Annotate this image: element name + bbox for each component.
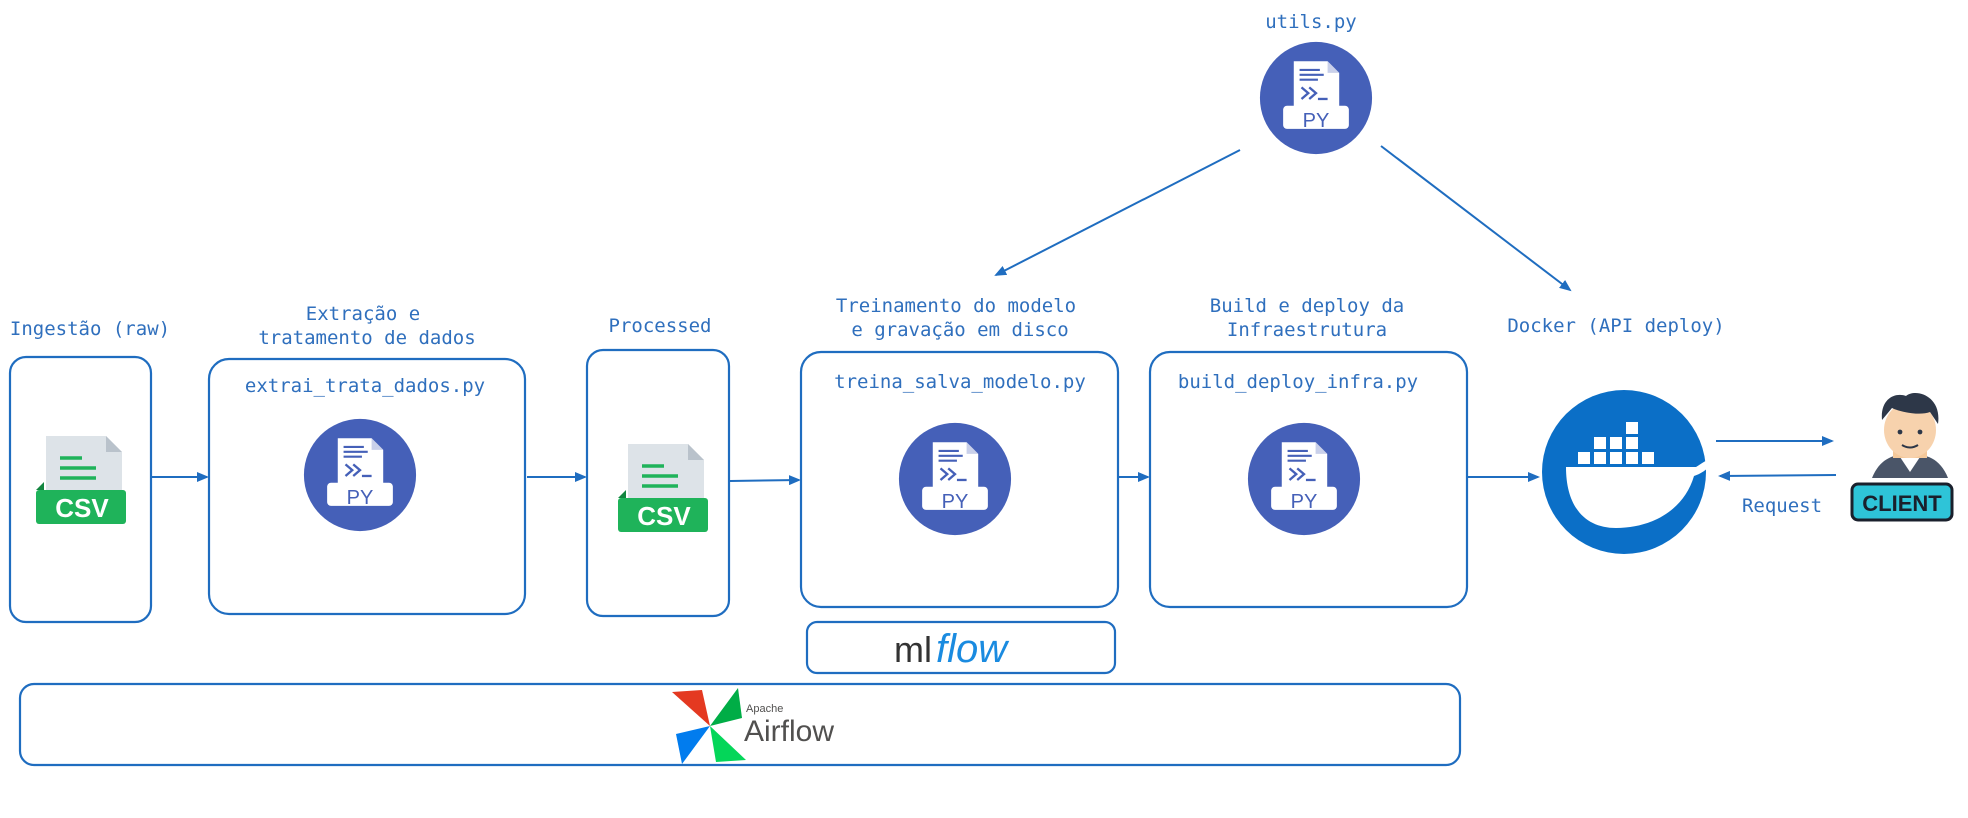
csv-badge-text: CSV: [55, 493, 109, 523]
airflow-logo: Apache Airflow: [672, 688, 834, 764]
extracao-box: [207, 357, 527, 616]
arrow-client-request: [1718, 470, 1837, 481]
mlflow-logo: ml flow: [894, 627, 1010, 671]
extracao-title-line1: Extração e: [306, 303, 420, 325]
python-file-icon: PY: [897, 421, 1013, 537]
mlflow-ml-text: ml: [894, 629, 932, 670]
build-title-line2: Infraestrutura: [1227, 319, 1387, 341]
docker-title: Docker (API deploy): [1507, 315, 1724, 337]
request-label: Request: [1742, 495, 1822, 517]
py-badge-text: PY: [1291, 491, 1318, 513]
airflow-pinwheel-icon: [672, 688, 746, 764]
docker-icon: [1542, 390, 1712, 554]
py-badge-text: PY: [347, 487, 374, 509]
csv-file-icon: CSV: [616, 442, 710, 534]
py-badge-text: PY: [1303, 110, 1330, 132]
airflow-box: [18, 682, 1462, 767]
csv-file-icon: CSV: [34, 434, 128, 526]
utils-title: utils.py: [1265, 11, 1357, 33]
client-person-icon: CLIENT: [1850, 393, 1954, 522]
mlflow-flow-text: flow: [936, 627, 1010, 671]
arrow-utils-to-treino: [994, 149, 1241, 276]
python-file-icon: PY: [1258, 40, 1374, 156]
build-filename: build_deploy_infra.py: [1178, 371, 1418, 393]
csv-badge-text: CSV: [637, 501, 691, 531]
extracao-title-line2: tratamento de dados: [258, 327, 475, 349]
processed-title: Processed: [609, 315, 712, 337]
arrow-processed-to-treino: [729, 475, 801, 486]
py-badge-text: PY: [942, 491, 969, 513]
arrow-utils-to-docker: [1380, 145, 1572, 292]
mlflow-box: [805, 620, 1117, 675]
extrai-filename: extrai_trata_dados.py: [245, 375, 485, 397]
airflow-apache-text: Apache: [746, 703, 783, 715]
python-file-icon: PY: [1246, 421, 1362, 537]
processed-box: [585, 348, 731, 618]
treino-title-line2: e gravação em disco: [851, 319, 1068, 341]
build-box: [1148, 350, 1469, 609]
build-title-line1: Build e deploy da: [1210, 295, 1404, 317]
treino-title-line1: Treinamento do modelo: [836, 295, 1076, 317]
ingestao-title: Ingestão (raw): [10, 318, 170, 340]
airflow-name-text: Airflow: [744, 715, 834, 748]
treina-filename: treina_salva_modelo.py: [834, 371, 1086, 393]
client-badge-text: CLIENT: [1862, 491, 1942, 516]
python-file-icon: PY: [302, 417, 418, 533]
treino-box: [799, 350, 1120, 609]
ingestao-box: [8, 355, 153, 624]
